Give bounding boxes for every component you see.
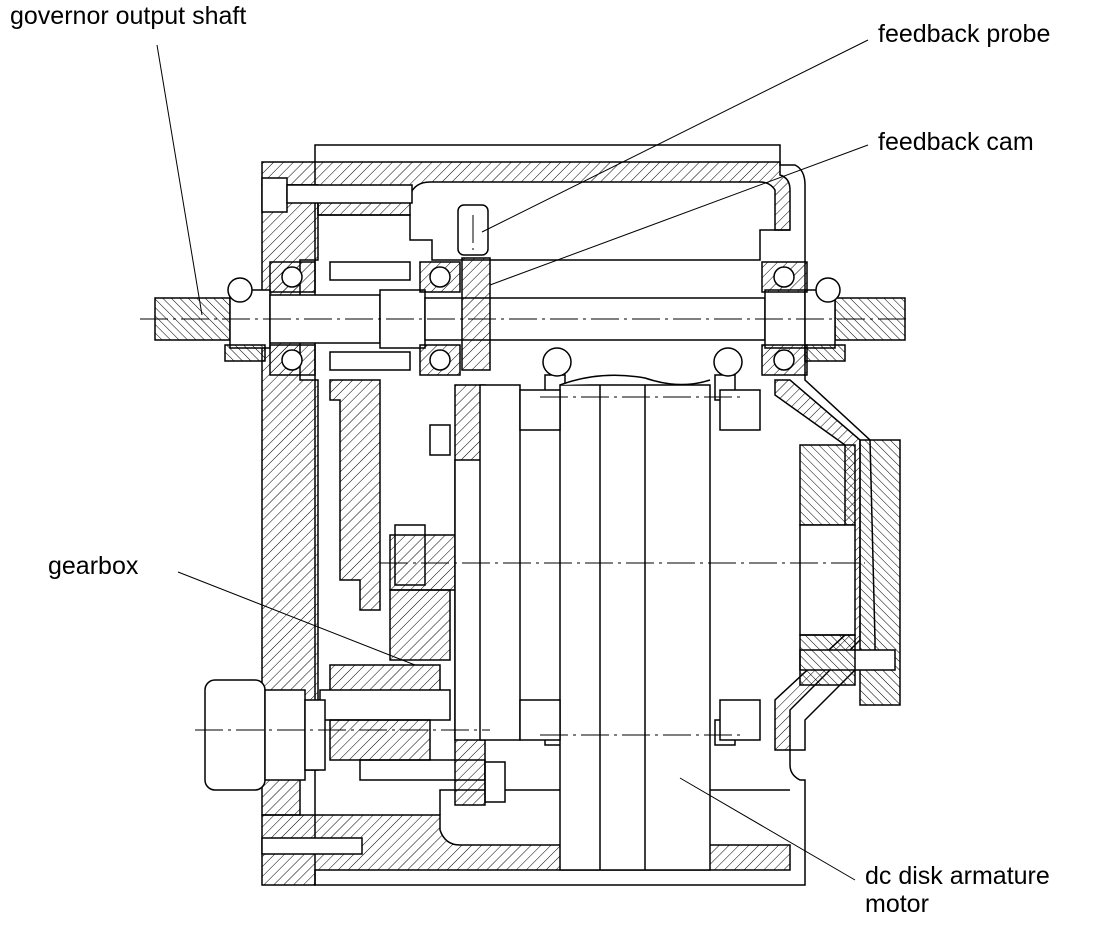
label-feedback-probe: feedback probe	[878, 20, 1051, 48]
gearbox-part	[319, 379, 486, 806]
label-dc-disk-armature-motor-line2: motor	[865, 890, 929, 918]
leader-lines	[156, 39, 869, 881]
connector	[204, 679, 326, 791]
leader-feedback-cam	[489, 144, 869, 286]
label-feedback-cam: feedback cam	[878, 128, 1034, 156]
leader-feedback-probe	[481, 39, 869, 233]
label-dc-disk-armature-motor-line1: dc disk armature	[865, 862, 1050, 890]
motor-body	[479, 374, 856, 871]
leader-governor-output-shaft	[156, 44, 203, 316]
leader-gearbox	[177, 571, 416, 666]
label-gearbox: gearbox	[48, 552, 139, 580]
centerlines	[140, 215, 910, 736]
feedback-cam-part	[461, 257, 491, 371]
leader-dc-disk-armature-motor	[679, 777, 856, 881]
label-governor-output-shaft: governor output shaft	[10, 2, 247, 30]
bearings	[224, 261, 846, 376]
